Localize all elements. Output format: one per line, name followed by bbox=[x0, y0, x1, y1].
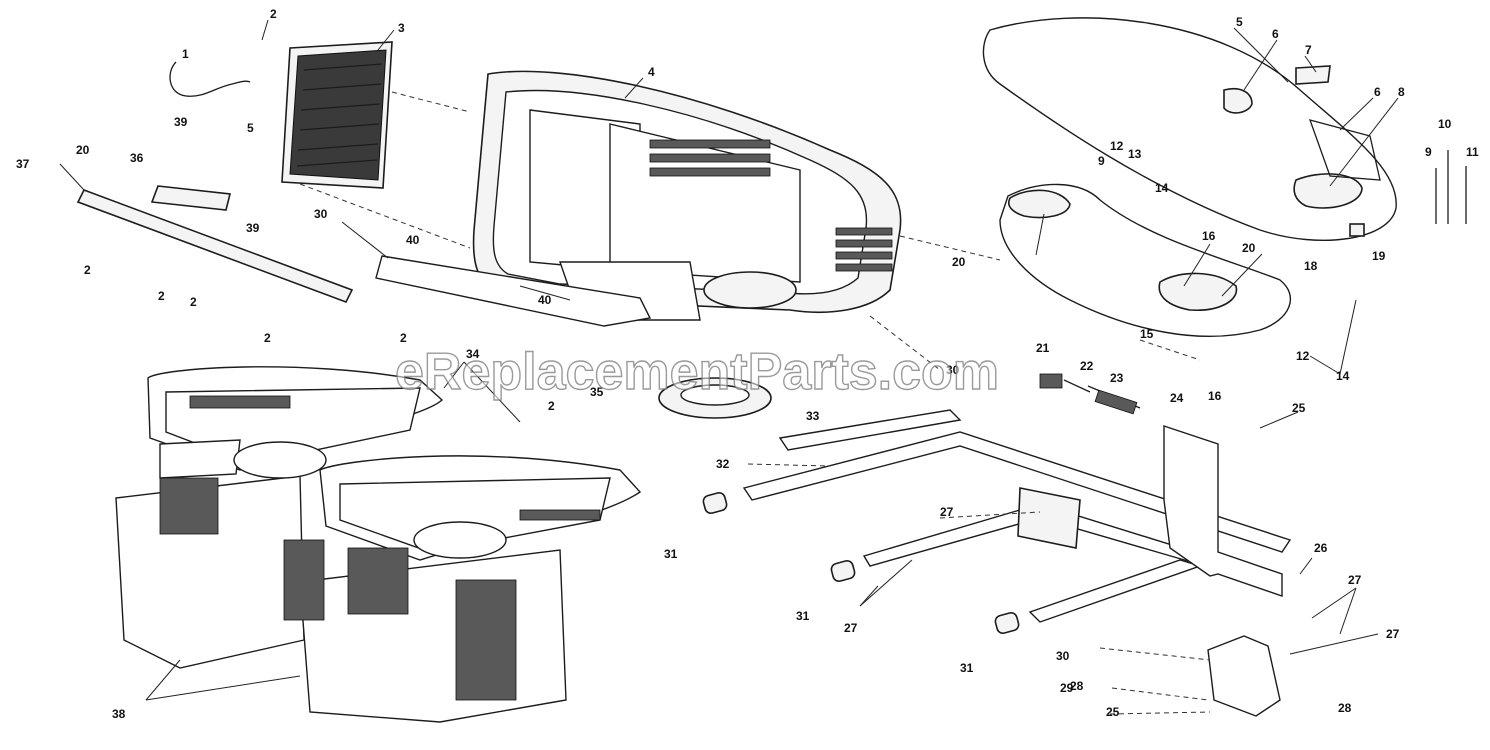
callout-22: 22 bbox=[1080, 359, 1094, 373]
callout-20: 20 bbox=[1242, 241, 1256, 255]
callout-40: 40 bbox=[406, 233, 420, 247]
callout-9: 9 bbox=[1425, 145, 1432, 159]
callout-35: 35 bbox=[590, 385, 604, 399]
small-bracket bbox=[1207, 635, 1281, 717]
callout-31: 31 bbox=[664, 547, 678, 561]
callout-6: 6 bbox=[1272, 27, 1279, 41]
assembly-lines bbox=[299, 91, 1211, 715]
rear-bracket-plate bbox=[375, 255, 652, 327]
chute-housing bbox=[472, 70, 902, 321]
callout-32: 32 bbox=[716, 457, 730, 471]
bagger-lid bbox=[982, 17, 1397, 241]
callout-31: 31 bbox=[796, 609, 810, 623]
callout-29: 29 bbox=[1060, 681, 1074, 695]
callout-6: 6 bbox=[1374, 85, 1381, 99]
callout-31: 31 bbox=[960, 661, 974, 675]
callout-40: 40 bbox=[538, 293, 552, 307]
callout-39: 39 bbox=[246, 221, 260, 235]
callout-27: 27 bbox=[844, 621, 858, 635]
callout-24: 24 bbox=[1170, 391, 1184, 405]
tube-caps bbox=[702, 492, 1020, 634]
callout-2: 2 bbox=[158, 289, 165, 303]
callout-8: 8 bbox=[1398, 85, 1405, 99]
grass-bags bbox=[115, 366, 642, 723]
callout-2: 2 bbox=[84, 263, 91, 277]
callout-23: 23 bbox=[1110, 371, 1124, 385]
callout-10: 10 bbox=[1438, 117, 1452, 131]
callout-18: 18 bbox=[1304, 259, 1318, 273]
callout-25: 25 bbox=[1106, 705, 1120, 719]
callout-39: 39 bbox=[174, 115, 188, 129]
grille-screen bbox=[281, 41, 393, 189]
latch-spring bbox=[1039, 373, 1141, 415]
callout-2: 2 bbox=[270, 7, 277, 21]
chute-adapter bbox=[658, 377, 772, 419]
callout-7: 7 bbox=[1305, 43, 1312, 57]
callout-30: 30 bbox=[1056, 649, 1070, 663]
callout-13: 13 bbox=[1128, 147, 1142, 161]
callout-27: 27 bbox=[1348, 573, 1362, 587]
callout-27: 27 bbox=[940, 505, 954, 519]
callout-4: 4 bbox=[648, 65, 655, 79]
callout-38: 38 bbox=[112, 707, 126, 721]
callout-14: 14 bbox=[1336, 369, 1350, 383]
callout-19: 19 bbox=[1372, 249, 1386, 263]
mounting-bar-left bbox=[76, 185, 354, 304]
callout-3: 3 bbox=[398, 21, 405, 35]
callout-26: 26 bbox=[1314, 541, 1328, 555]
callout-16: 16 bbox=[1202, 229, 1216, 243]
callout-11: 11 bbox=[1466, 145, 1479, 159]
callout-20: 20 bbox=[952, 255, 966, 269]
callout-34: 34 bbox=[466, 347, 480, 361]
callout-15: 15 bbox=[1140, 327, 1154, 341]
callout-12: 12 bbox=[1110, 139, 1124, 153]
cable bbox=[169, 61, 251, 97]
callout-27: 27 bbox=[1386, 627, 1400, 641]
callout-21: 21 bbox=[1036, 341, 1050, 355]
callout-16: 16 bbox=[1208, 389, 1222, 403]
callout-33: 33 bbox=[806, 409, 820, 423]
callout-28: 28 bbox=[1338, 701, 1352, 715]
callout-25: 25 bbox=[1292, 401, 1306, 415]
callout-5: 5 bbox=[1236, 15, 1243, 29]
callout-1: 1 bbox=[182, 47, 189, 61]
callout-12: 12 bbox=[1296, 349, 1310, 363]
callout-2: 2 bbox=[548, 399, 555, 413]
callout-5: 5 bbox=[247, 121, 254, 135]
callout-2: 2 bbox=[264, 331, 271, 345]
callout-37: 37 bbox=[16, 157, 30, 171]
hinge-cover bbox=[999, 183, 1291, 338]
support-rods bbox=[1435, 150, 1467, 224]
callout-28: 28 bbox=[1070, 679, 1084, 693]
callout-30: 30 bbox=[946, 363, 960, 377]
callout-labels: 1 2 3 4 5 5 6 7 6 8 9 9 10 11 12 13 14 1… bbox=[16, 7, 1479, 721]
bagger-frame bbox=[742, 409, 1292, 623]
callout-36: 36 bbox=[130, 151, 144, 165]
callout-2: 2 bbox=[190, 295, 197, 309]
callout-14: 14 bbox=[1155, 181, 1169, 195]
callout-30: 30 bbox=[314, 207, 328, 221]
leader-lines bbox=[59, 19, 1399, 701]
bracket-plate-right bbox=[1163, 425, 1283, 597]
callout-20: 20 bbox=[76, 143, 90, 157]
callout-2: 2 bbox=[400, 331, 407, 345]
callout-9: 9 bbox=[1098, 154, 1105, 168]
